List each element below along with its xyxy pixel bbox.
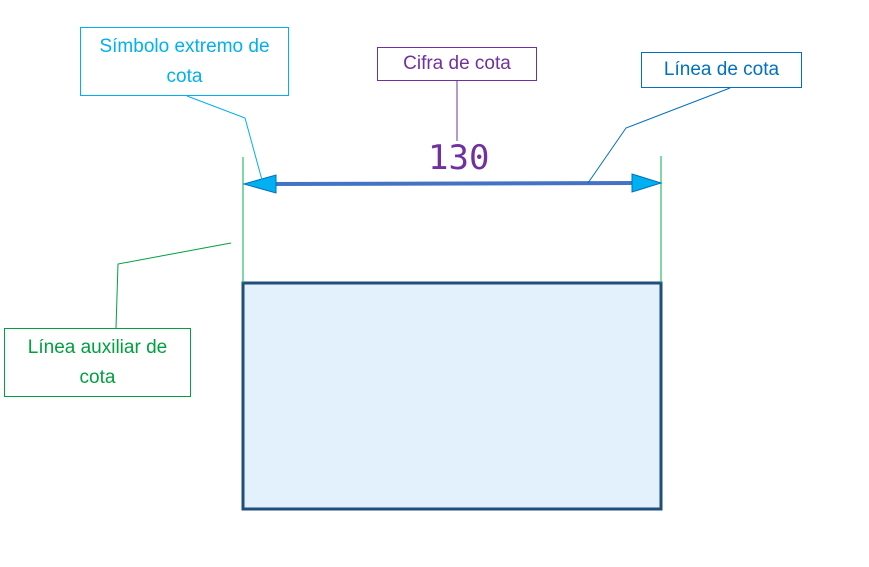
label-aux: Línea auxiliar de cota bbox=[4, 328, 191, 397]
leader-symbol bbox=[186, 95, 263, 181]
label-line: Línea de cota bbox=[641, 52, 802, 88]
leader-aux bbox=[115, 242, 232, 329]
arrowhead-left bbox=[242, 174, 277, 194]
arrowhead-right bbox=[631, 173, 663, 193]
label-symbol: Símbolo extremo de cota bbox=[80, 27, 289, 96]
object-rectangle bbox=[241, 281, 663, 511]
leader-line bbox=[587, 87, 731, 184]
dimension-figure: 130 bbox=[428, 138, 490, 178]
dimension-line bbox=[269, 181, 637, 186]
label-figure: Cifra de cota bbox=[377, 47, 537, 81]
